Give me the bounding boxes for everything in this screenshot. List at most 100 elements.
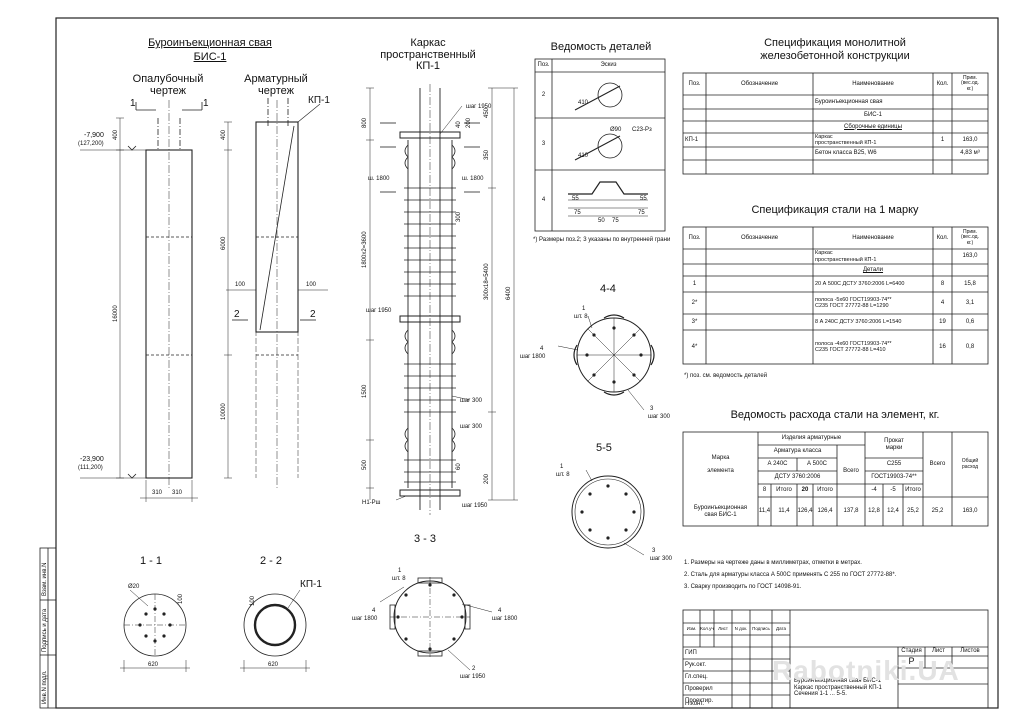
cage-callout: КП-1: [308, 95, 330, 106]
sketch-lbl-10: 75: [612, 218, 619, 224]
s55-step8: шт. 8: [556, 472, 570, 478]
cons-hdr-total3: Итого: [905, 487, 921, 494]
sc-hdr-qty: Кол.: [936, 80, 949, 87]
cons-hdr-class: Арматура класса: [773, 448, 822, 455]
ss-hdr-designation: Обозначение: [740, 234, 779, 241]
sc-row5-note: 4,83 м³: [960, 150, 980, 157]
margin-replace-inv: Взам. инв.N: [42, 562, 48, 596]
ss-row4-qty: 19: [939, 318, 946, 325]
tb-hdr-2: Лист: [718, 625, 728, 631]
cons-val-8: 25,2: [931, 508, 944, 515]
section-1-1-title: 1 - 1: [140, 555, 163, 567]
ss-row4-note: 0,6: [965, 318, 975, 325]
tb-hdr-4: Подпись: [752, 625, 770, 631]
ss-hdr-pos: Поз.: [688, 234, 701, 241]
s55-3: 3: [652, 548, 656, 554]
ss-row3-pos: 2*: [691, 299, 698, 306]
cut-1-left: 1: [130, 98, 136, 109]
consumption-title: Ведомость расхода стали на элемент, кг.: [730, 409, 940, 421]
ss-row2-qty: 8: [940, 280, 945, 287]
cons-hdr-total4: Всего: [929, 461, 946, 468]
s33-1: 1: [398, 568, 402, 574]
cut-2-left: 2: [234, 309, 240, 320]
tb-hdr-5: Дата: [776, 625, 786, 631]
ss-row5-pos: 4*: [691, 343, 698, 350]
dim-300x18: 300х18=5400: [484, 263, 490, 300]
details-title: Ведомость деталей: [550, 41, 652, 53]
cons-hdr-m4: -4: [871, 487, 877, 494]
tb-stage-hdr-0: Стадия: [901, 648, 922, 655]
dim-200-top: 200: [466, 117, 472, 128]
details-hdr-sketch: Эскиз: [600, 62, 617, 69]
cons-hdr-rebar: Изделия арматурные: [781, 435, 842, 442]
dim-310-right: 310: [172, 490, 183, 496]
section-2-2-title: 2 - 2: [260, 555, 283, 567]
sc-hdr-note: Прим. (вес.од. кг.): [961, 74, 979, 92]
sketch-lbl-5: 55: [572, 196, 579, 202]
dim-350: 350: [484, 149, 490, 160]
cons-val-1: 11,4: [778, 508, 790, 515]
dim-400-rb: 400: [221, 129, 227, 140]
dim-450: 450: [484, 107, 490, 118]
tb-stage: Р: [908, 656, 915, 667]
s44-3: 3: [650, 406, 654, 412]
s55-1: 1: [560, 464, 564, 470]
tb-role-1: Рук.окт.: [685, 661, 707, 668]
s44-step8: шт. 8: [574, 314, 588, 320]
watermark: Rabotniki.UA: [772, 655, 960, 686]
sc-row4-qty: 1: [940, 136, 945, 143]
sec11-dim-d20: Ø20: [128, 584, 140, 590]
cons-val-5: 12,8: [868, 508, 880, 515]
dim-1500: 1500: [362, 384, 368, 398]
ss-row5-name: полоса -4х60 ГОСТ19903-74** С235 ГОСТ 27…: [815, 340, 892, 353]
cons-val-0: 11,4: [758, 508, 771, 515]
margin-sign-date: Подпись и дата: [42, 608, 48, 652]
cons-hdr-mark: Марка элемента: [707, 454, 734, 474]
elev-top-abs: (127,200): [78, 141, 104, 147]
cut-2-right: 2: [310, 309, 316, 320]
elev-top: -7,900: [84, 132, 104, 139]
dim-310-left: 310: [152, 490, 163, 496]
spec-steel-title: Спецификация стали на 1 марку: [751, 204, 919, 216]
note-2: 2. Сталь для арматуры класса А 500С прим…: [684, 572, 897, 578]
ss-hdr-note: Прим. (вес.од. кг.): [961, 228, 979, 246]
sketch-lbl-7: 75: [574, 210, 581, 216]
margin-inv-original: Инв.N подл.: [42, 670, 48, 704]
pile-title: Буроинъекционная свая: [148, 37, 272, 49]
note-3: 3. Сварку производить по ГОСТ 14098-91.: [684, 584, 802, 590]
ss-row5-note: 0,8: [965, 343, 975, 350]
dim-500: 500: [362, 459, 368, 470]
cage-p4-step-right: ш. 1800: [462, 176, 484, 182]
dim-800: 800: [362, 117, 368, 128]
cage-title: Каркас пространственный КП-1: [380, 37, 476, 73]
cons-val-2: 126,4: [797, 508, 813, 515]
cage-p3-step: шаг 300: [460, 398, 483, 404]
cons-hdr-a500: А 500С: [806, 461, 827, 468]
sc-hdr-pos: Поз.: [688, 80, 701, 87]
sketch-lbl-3: 410: [578, 153, 589, 159]
tb-hdr-3: N док.: [734, 625, 748, 631]
ss-row4-name: 8 А 240С ДСТУ 3760:2006 L=1540: [815, 318, 902, 325]
sc-hdr-designation: Обозначение: [740, 80, 779, 87]
cons-row-mark: Буроинъекционная свая БИС-1: [693, 504, 748, 518]
dim-60: 60: [456, 463, 462, 470]
sec22-dim-100: 100: [250, 595, 256, 606]
elev-bottom: -23,900: [80, 456, 104, 463]
ss-row0-name: Каркас пространственный КП-1: [815, 250, 877, 263]
cons-val-9: 163,0: [962, 508, 978, 515]
ss-hdr-qty: Кол.: [936, 234, 949, 241]
sketch-lbl-2: Ø90: [610, 127, 622, 133]
cons-val-3: 126,4: [817, 508, 833, 515]
s33-step1950: шаг 1950: [460, 674, 486, 680]
details-row-4: 4: [541, 197, 546, 204]
cons-hdr-gost: ГОСТ19903-74**: [871, 474, 917, 481]
s33-step1800a: шаг 1800: [352, 616, 378, 622]
s44-step1800: шаг 1800: [520, 354, 546, 360]
sketch-lbl-6: 55: [640, 196, 647, 202]
sec22-dim-620: 620: [268, 662, 279, 668]
section-5-5-title: 5-5: [596, 442, 612, 454]
dim-400-fw: 400: [113, 129, 119, 140]
tb-stage-hdr-1: Лист: [931, 648, 946, 655]
cons-hdr-20: 20: [801, 487, 809, 494]
